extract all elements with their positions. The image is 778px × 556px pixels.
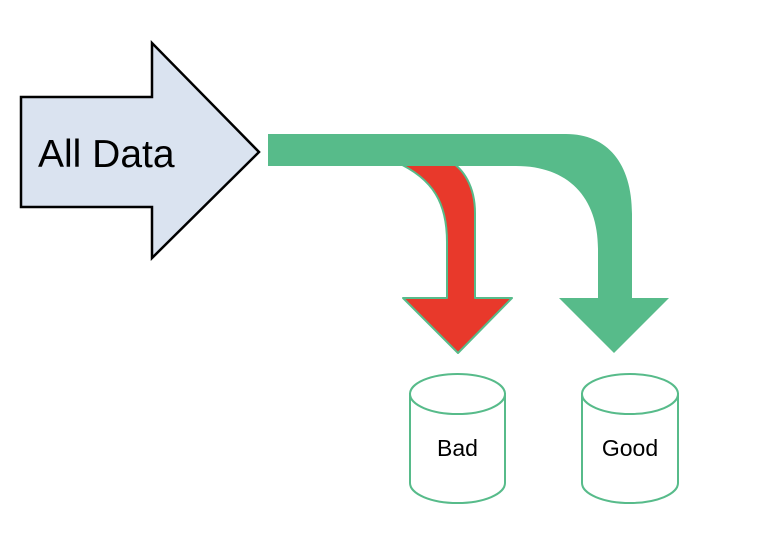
good-cylinder-top: [581, 373, 679, 415]
bad-database-label: Bad: [437, 435, 478, 461]
good-flow-arrow: [268, 134, 669, 353]
good-database-label: Good: [602, 435, 658, 461]
good-database-cylinder: Good: [581, 373, 679, 504]
bad-database-cylinder: Bad: [409, 373, 506, 504]
all-data-arrow: [19, 39, 261, 261]
good-cylinder-body: [581, 393, 679, 504]
all-data-label: All Data: [38, 133, 175, 176]
bad-cylinder-body: [409, 393, 506, 504]
bad-flow-arrow: [395, 161, 513, 354]
bad-cylinder-top: [409, 373, 506, 415]
